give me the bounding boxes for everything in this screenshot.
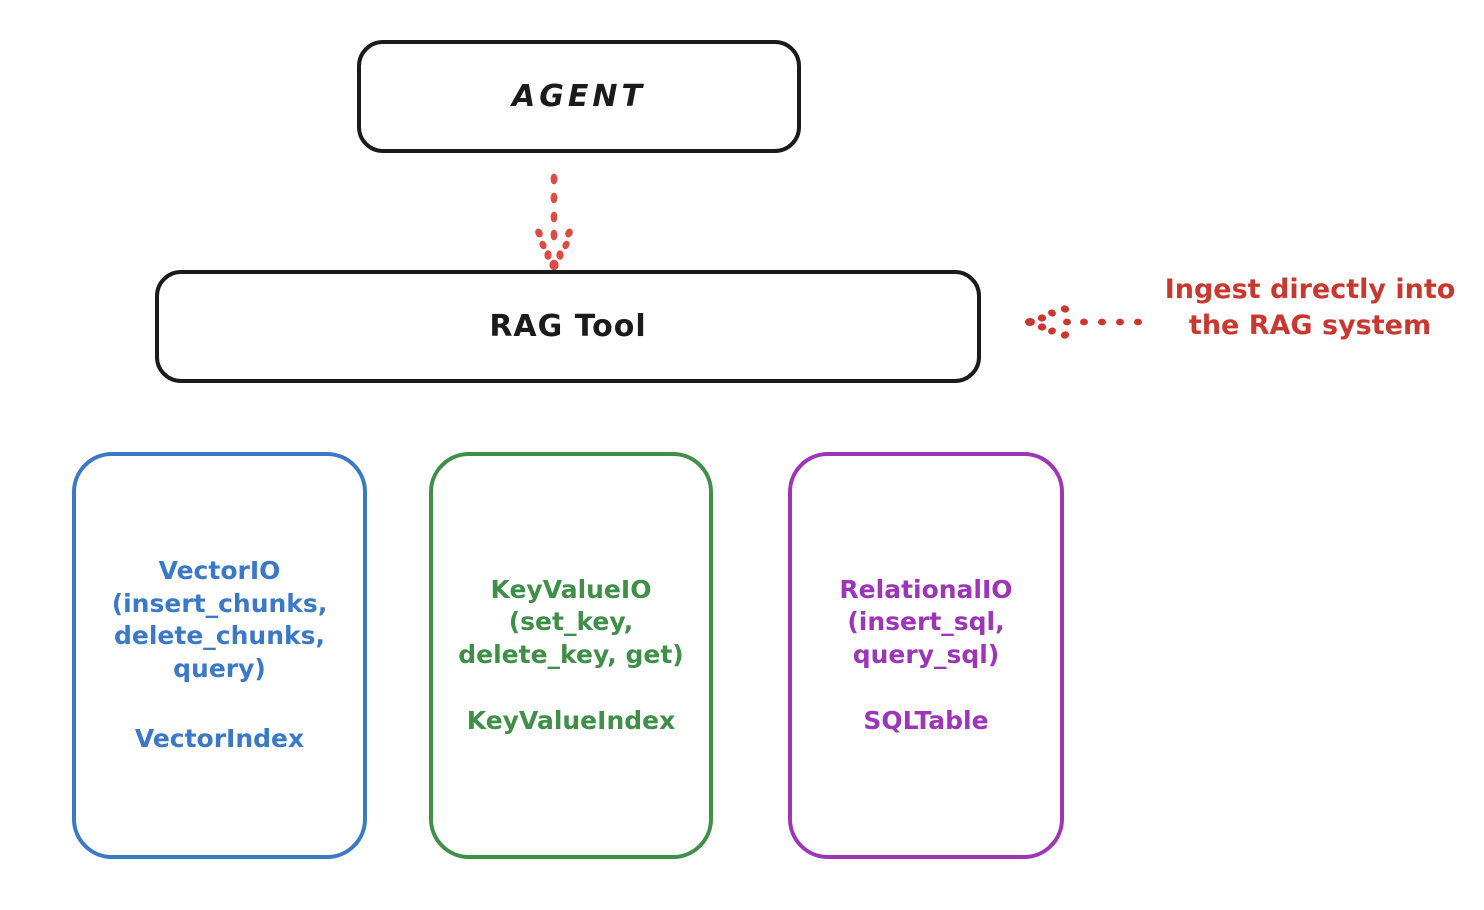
node-relational-io-api-label: RelationalIO (insert_sql, query_sql) [839, 574, 1013, 669]
node-agent-label: AGENT [512, 79, 646, 114]
node-relational-io[interactable]: RelationalIO (insert_sql, query_sql) SQL… [788, 452, 1064, 859]
edge-agent-to-rag-tool [535, 173, 573, 271]
node-relational-io-index-label: SQLTable [863, 706, 989, 735]
node-rag-tool[interactable]: RAG Tool [155, 270, 981, 383]
node-key-value-io-api-label: KeyValueIO (set_key, delete_key, get) [458, 574, 684, 669]
node-vector-io-api-label: VectorIO (insert_chunks, delete_chunks, … [111, 556, 328, 683]
node-vector-io-index-label: VectorIndex [134, 724, 305, 754]
node-agent[interactable]: AGENT [357, 40, 801, 153]
node-key-value-io-index-label: KeyValueIndex [466, 706, 676, 735]
annotation-ingest-arrow-icon [1025, 305, 1142, 339]
annotation-ingest: Ingest directly into the RAG system [1020, 272, 1472, 372]
node-rag-tool-label: RAG Tool [489, 309, 647, 344]
annotation-ingest-text: Ingest directly into the RAG system [1164, 274, 1456, 342]
node-key-value-io[interactable]: KeyValueIO (set_key, delete_key, get) Ke… [429, 452, 713, 859]
node-vector-io[interactable]: VectorIO (insert_chunks, delete_chunks, … [72, 452, 367, 859]
